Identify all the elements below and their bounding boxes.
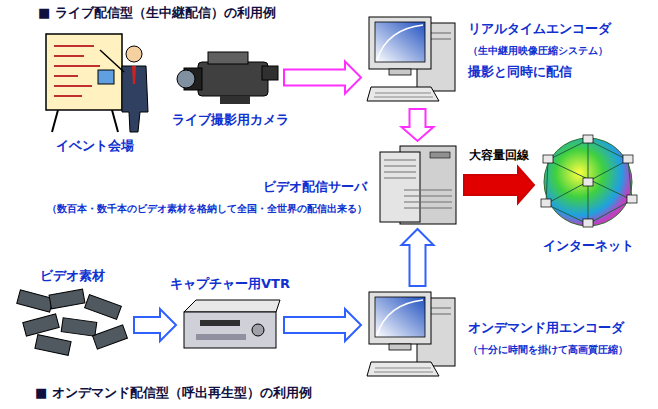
art-part: [132, 66, 136, 84]
art-part: [46, 34, 122, 110]
art-part: [623, 155, 633, 163]
art-part: [85, 295, 122, 320]
art-part: [208, 52, 248, 64]
art-part: [541, 135, 637, 227]
node-note: （数百本・数千本のビデオ素材を格納して全国・全世界の配信出来る）: [47, 202, 367, 215]
section-heading: ■ オンデマンド配信型（呼出再生型）の利用例: [35, 384, 312, 402]
node-label: リアルタイムエンコーダ （生中継用映像圧縮システム） 撮影と同時に配信: [468, 21, 611, 80]
camera-illustration: [177, 52, 278, 104]
art-part: [546, 140, 632, 224]
internet-globe: [541, 135, 637, 227]
node-title: ビデオ素材: [40, 268, 105, 284]
ondemand-encoder: オンデマンド用エンコーダ（十分に時間を掛けて高画質圧縮）: [365, 290, 460, 380]
art-part: [627, 195, 637, 203]
node-title: オンデマンド用エンコーダ: [468, 320, 628, 336]
art-part: [184, 300, 280, 312]
live-camera: ライブ撮影用カメラ: [180, 50, 280, 106]
encoder-pc: [367, 17, 455, 101]
art-part: [177, 70, 195, 88]
art-part: [17, 290, 53, 312]
art-part: [112, 110, 118, 132]
art-part: [126, 46, 142, 62]
video-tapes: [17, 289, 128, 355]
block-arrow: [402, 109, 434, 141]
block-arrow: [284, 309, 361, 341]
vtr-illustration: [184, 300, 280, 348]
art-part: [262, 66, 278, 80]
art-part: [200, 320, 240, 326]
art-part: [35, 335, 71, 356]
video-server: ビデオ配信サーバ（数百本・数千本のビデオ素材を格納して全国・全世界の配信出来る）: [375, 145, 460, 225]
art-part: [543, 155, 553, 163]
node-label: ビデオ素材: [40, 268, 105, 284]
node-title: インターネット: [543, 238, 634, 254]
node-note: （十分に時間を掛けて高画質圧縮）: [468, 343, 628, 356]
node-label: オンデマンド用エンコーダ （十分に時間を掛けて高画質圧縮）: [468, 320, 628, 356]
art-part: [196, 334, 246, 340]
art-part: [98, 70, 114, 84]
node-note: 撮影と同時に配信: [468, 64, 611, 80]
block-arrow: [284, 62, 361, 94]
node-note: （生中継用映像圧縮システム）: [468, 44, 611, 57]
art-part: [23, 314, 59, 336]
art-part: [54, 46, 100, 96]
node-label: インターネット: [543, 238, 634, 254]
node-label: ビデオ配信サーバ （数百本・数千本のビデオ素材を格納して全国・全世界の配信出来る）: [47, 179, 367, 215]
node-label: イベント会場: [56, 138, 134, 154]
encoder-pc: [367, 292, 455, 376]
node-title: リアルタイムエンコーダ: [468, 21, 611, 37]
node-label: ライブ撮影用カメラ: [172, 112, 289, 128]
art-part: [122, 66, 148, 132]
art-part: [541, 199, 551, 207]
art-part: [93, 325, 128, 349]
section-heading: ■ ライブ配信型（生中継配信）の利用例: [38, 4, 276, 22]
art-part: [380, 152, 420, 222]
art-part: [583, 219, 593, 227]
event-venue: イベント会場: [40, 30, 150, 132]
realtime-encoder: リアルタイムエンコーダ（生中継用映像圧縮システム）撮影と同時に配信: [365, 15, 460, 105]
capture-vtr: キャプチャー用VTR: [180, 298, 280, 352]
block-arrow: [402, 229, 434, 286]
art-part: [61, 318, 97, 337]
art-part: [52, 110, 58, 132]
event-illustration: [46, 34, 148, 132]
art-part: [430, 152, 450, 158]
art-part: [100, 50, 124, 72]
art-part: [198, 62, 268, 96]
art-part: [184, 312, 276, 348]
node-title: イベント会場: [56, 138, 134, 154]
block-arrow: [134, 309, 176, 341]
node-title: ビデオ配信サーバ: [47, 179, 367, 195]
art-part: [49, 289, 85, 309]
server-illustration: [380, 146, 456, 224]
edge-label: 大容量回線: [467, 147, 531, 164]
art-part: [384, 160, 452, 208]
node-title: ライブ撮影用カメラ: [172, 112, 289, 128]
art-part: [544, 138, 632, 226]
art-part: [583, 178, 593, 186]
art-part: [220, 96, 250, 104]
node-label: キャプチャー用VTR: [170, 276, 290, 292]
block-arrow: [464, 167, 534, 203]
node-title: キャプチャー用VTR: [170, 276, 290, 292]
internet: インターネット: [538, 132, 638, 232]
art-part: [583, 135, 593, 143]
art-part: [252, 324, 264, 336]
video-material: ビデオ素材: [15, 290, 130, 352]
